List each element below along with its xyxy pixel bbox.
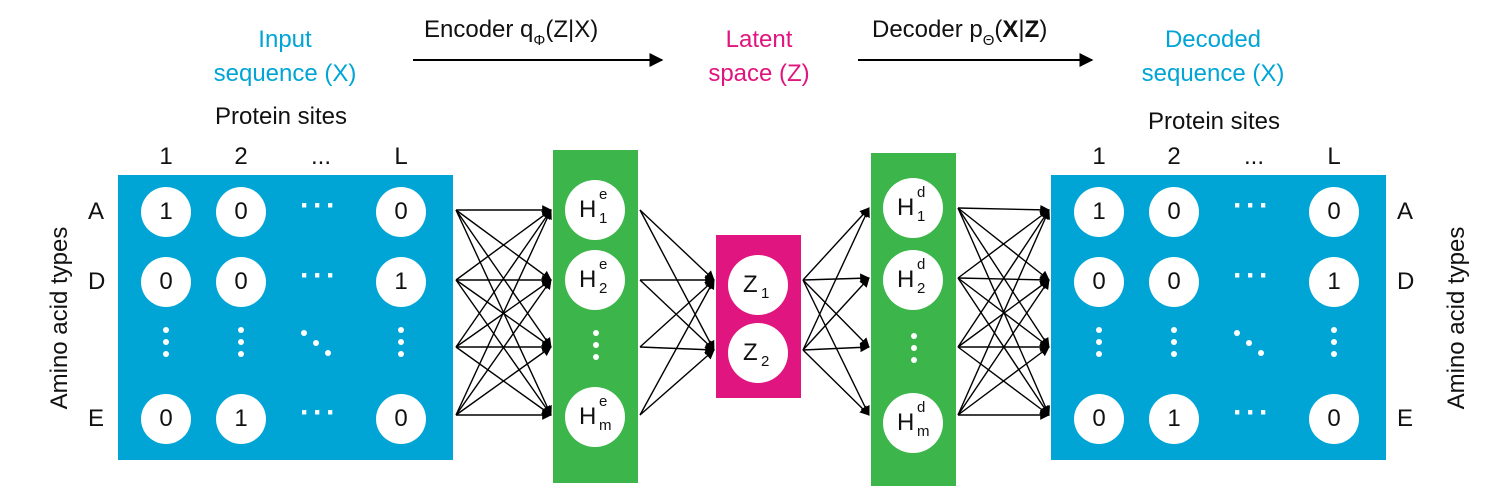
site-label-L-left: L [394,143,408,170]
decoded-matrix: 1 0 ··· 0 0 0 ··· 1 0 1 ··· 0 [1051,175,1386,460]
encoder-to-latent-edge [639,349,715,416]
encoder-to-latent-edge [639,209,715,281]
matrix-cell: 0 [1074,394,1124,444]
decoder-to-output-edge [957,209,1050,279]
input-title-line2: sequence (X) [213,60,357,87]
matrix-cell: 0 [1074,257,1124,307]
vertical-ellipsis [593,330,599,366]
latent-title-line2: space (Z) [708,60,810,87]
vertical-ellipsis [1171,327,1177,363]
matrix-cell: 0 [216,257,266,307]
matrix-cell: 0 [376,187,426,237]
latent-to-decoder-edge [802,342,870,353]
latent-to-decoder-edge [802,207,870,281]
amino-acid-types-left: Amino acid types [46,226,73,410]
matrix-cell: 0 [141,394,191,444]
site-label-1-right: 1 [1092,143,1106,170]
latent-title-line1: Latent [725,26,793,53]
site-label-L-right: L [1327,143,1341,170]
decoder-to-output-edge [957,279,1050,416]
input-to-encoder-edge [455,209,552,416]
matrix-cell: 1 [216,394,266,444]
encoder-to-latent-edge [639,279,715,416]
decoded-title-line2: sequence (X) [1141,60,1285,87]
row-label-E-left: E [88,405,105,432]
latent-to-decoder-edge [802,349,870,416]
decoded-title-line1: Decoded [1164,26,1262,53]
latent-to-decoder-edge [802,207,870,351]
vertical-ellipsis [1331,327,1337,363]
horizontal-ellipsis: ··· [1233,189,1272,222]
site-label-2-right: 2 [1167,143,1181,170]
matrix-cell: 0 [216,187,266,237]
matrix-cell: 1 [376,257,426,307]
input-to-encoder-edge [455,209,552,281]
protein-sites-right: Protein sites [1147,108,1281,135]
decoder-to-output-edge [957,209,1050,348]
latent-to-decoder-edge [802,277,870,351]
site-label-1-left: 1 [159,143,173,170]
input-matrix: 1 0 ··· 0 0 0 ··· 1 0 1 ··· 0 [118,175,453,460]
amino-acid-types-right: Amino acid types [1443,226,1470,410]
vertical-ellipsis [1096,327,1102,363]
row-label-D-left: D [88,268,106,295]
horizontal-ellipsis: ··· [300,189,339,222]
input-to-encoder-edge [455,209,552,348]
horizontal-ellipsis: ··· [300,396,339,429]
encoder-to-latent-edge [639,279,715,348]
encoder-label: Encoder qΦ(Z|X) [424,16,599,49]
matrix-cell: 0 [1309,187,1359,237]
matrix-cell: 0 [141,257,191,307]
input-title-line1: Input [258,26,312,53]
vertical-ellipsis [911,333,917,369]
row-label-D-right: D [1397,268,1415,295]
diagonal-ellipsis [301,330,331,356]
decoder-to-output-edge [957,346,1050,416]
site-label-2-left: 2 [234,143,248,170]
matrix-cell: 0 [376,394,426,444]
horizontal-ellipsis: ··· [1233,259,1272,292]
row-label-A-left: A [88,198,105,225]
protein-sites-left: Protein sites [214,103,348,130]
horizontal-ellipsis: ··· [300,259,339,292]
decoder-to-output-edge [957,209,1050,416]
input-to-encoder-edge [455,279,552,416]
row-label-E-right: E [1397,405,1414,432]
site-label-dots-left: ... [310,143,332,170]
horizontal-ellipsis: ··· [1233,396,1272,429]
vertical-ellipsis [238,327,244,363]
matrix-cell: 0 [1309,394,1359,444]
latent-to-decoder-edge [802,279,870,416]
matrix-cell: 1 [1149,394,1199,444]
encoder-to-latent-edge [639,279,715,351]
matrix-cell: 0 [1149,187,1199,237]
matrix-cell: 0 [1149,257,1199,307]
matrix-cell: 1 [1074,187,1124,237]
decoder-label: Decoder pΘ(X|Z) [872,16,1048,49]
vertical-ellipsis [398,327,404,363]
diagonal-ellipsis [1234,330,1264,356]
vertical-ellipsis [163,327,169,363]
matrix-cell: 1 [141,187,191,237]
row-label-A-right: A [1397,198,1414,225]
matrix-cell: 1 [1309,257,1359,307]
site-label-dots-right: ... [1243,143,1265,170]
decoder-to-output-edge [957,204,1050,215]
input-to-encoder-edge [455,346,552,416]
